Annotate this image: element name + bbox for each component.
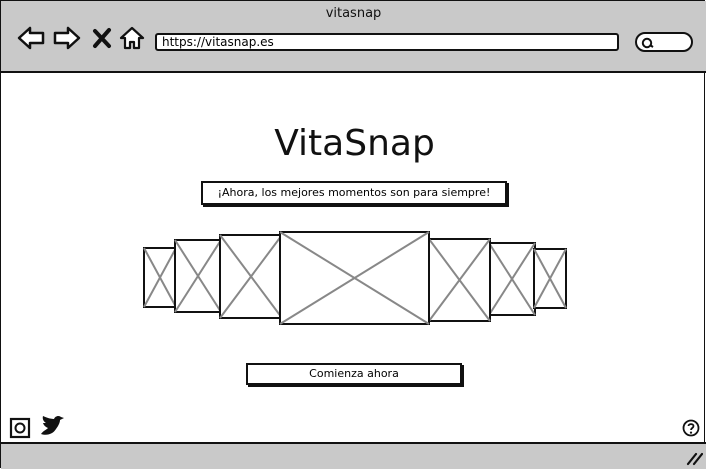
- forward-arrow-icon[interactable]: [53, 25, 81, 51]
- resize-grip-icon[interactable]: [685, 450, 703, 466]
- tagline: ¡Ahora, los mejores momentos son para si…: [201, 181, 507, 205]
- help-icon[interactable]: [682, 419, 700, 437]
- instagram-icon[interactable]: [9, 417, 31, 439]
- url-bar[interactable]: https://vitasnap.es: [155, 33, 619, 51]
- carousel-image-6[interactable]: [488, 242, 536, 316]
- carousel-image-4[interactable]: [279, 231, 430, 325]
- close-x-icon[interactable]: [91, 25, 113, 51]
- image-carousel: [143, 231, 567, 325]
- browser-toolbar: vitasnap https://vitasnap.es: [1, 1, 706, 73]
- image-placeholder-icon: [428, 238, 491, 322]
- twitter-icon[interactable]: [39, 414, 67, 440]
- back-arrow-icon[interactable]: [17, 25, 45, 51]
- carousel-image-2[interactable]: [174, 239, 222, 313]
- search-icon: [641, 37, 654, 49]
- image-placeholder-icon: [488, 242, 536, 316]
- image-placeholder-icon: [219, 234, 283, 319]
- window-title: vitasnap: [325, 6, 382, 21]
- page-title: VitaSnap: [274, 123, 435, 164]
- image-placeholder-icon: [143, 247, 177, 308]
- image-placeholder-icon: [174, 239, 222, 313]
- carousel-image-5[interactable]: [428, 238, 491, 322]
- home-icon[interactable]: [118, 25, 146, 51]
- search-field[interactable]: [635, 32, 693, 52]
- carousel-image-7[interactable]: [533, 248, 567, 309]
- start-now-button[interactable]: Comienza ahora: [246, 363, 462, 385]
- image-placeholder-icon: [279, 231, 430, 325]
- carousel-image-1[interactable]: [143, 247, 177, 308]
- status-bar: [1, 442, 706, 469]
- carousel-image-3[interactable]: [219, 234, 283, 319]
- image-placeholder-icon: [533, 248, 567, 309]
